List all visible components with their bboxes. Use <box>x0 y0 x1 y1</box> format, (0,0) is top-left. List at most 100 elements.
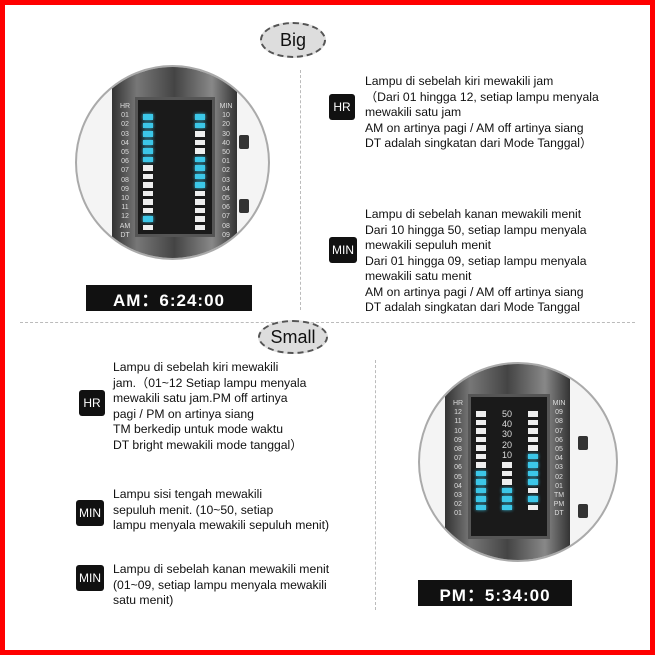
small-min-description: Lampu di sebelah kanan mewakili menit(01… <box>113 562 329 609</box>
line: TM <box>553 492 565 500</box>
line: Dari 10 hingga 50, setiap lampu menyala <box>365 222 587 237</box>
led-off <box>528 411 538 417</box>
line: DT bright mewakili mode tanggal） <box>113 437 303 452</box>
led-off <box>528 445 538 451</box>
divider <box>375 360 376 610</box>
line: DT <box>554 510 564 518</box>
line: mewakili sepuluh menit <box>365 238 491 252</box>
line: 05 <box>222 195 230 203</box>
led-off <box>476 453 486 459</box>
line: HR <box>119 103 131 110</box>
line: 11 <box>121 204 129 212</box>
line: 01 <box>222 158 230 166</box>
line: 06 <box>121 158 129 166</box>
min-badge: MIN <box>76 500 104 526</box>
led-on <box>195 182 205 188</box>
line: 50 <box>222 149 230 157</box>
led-on <box>195 173 205 179</box>
line: MIN <box>219 103 233 110</box>
line: 20 <box>222 121 230 129</box>
min-badge: MIN <box>329 237 357 263</box>
line: （Dari 01 hingga 12, setiap lampu menyala <box>365 89 599 104</box>
line: 07 <box>222 213 230 221</box>
line: 08 <box>555 418 563 426</box>
minute-leds <box>528 411 538 510</box>
line: Lampu di sebelah kiri mewakili <box>113 360 279 374</box>
hour-leds <box>143 114 153 230</box>
led-off <box>476 411 486 417</box>
small-time-display: PM：5:34:00 <box>418 580 572 606</box>
led-on <box>143 122 153 128</box>
led-off <box>143 173 153 179</box>
line: 04 <box>454 482 462 490</box>
led-off <box>528 487 538 493</box>
hour-leds <box>476 411 486 510</box>
line: 04 <box>121 139 129 147</box>
led-off <box>528 436 538 442</box>
min-badge: MIN <box>76 565 104 591</box>
line: 12 <box>121 213 129 221</box>
line: PM <box>553 501 565 509</box>
big-time-display: AM：6:24:00 <box>86 285 252 311</box>
led-on <box>476 487 486 493</box>
led-on <box>528 453 538 459</box>
led-on <box>195 165 205 171</box>
led-off <box>195 148 205 154</box>
led-on <box>476 470 486 476</box>
line: 03 <box>454 492 462 500</box>
line: AM <box>119 222 131 230</box>
line: (01~09, setiap lampu menyala mewakili <box>113 577 327 592</box>
line: 01 <box>555 482 563 490</box>
line: sepuluh menit. (10~50, setiap <box>113 502 274 517</box>
led-off <box>476 462 486 468</box>
led-off <box>528 419 538 425</box>
minute-leds <box>195 114 205 230</box>
led-on <box>476 504 486 510</box>
line: 07 <box>454 455 462 463</box>
line: 09 <box>121 185 129 193</box>
line: 09 <box>222 231 230 239</box>
line: Lampu di sebelah kanan mewakili menit <box>365 207 582 221</box>
led-off <box>502 479 512 485</box>
led-off <box>476 419 486 425</box>
led-on <box>143 131 153 137</box>
line: DT adalah singkatan dari Mode Tanggal） <box>365 136 593 150</box>
line: 40 <box>222 139 230 147</box>
line: 50 <box>501 409 512 419</box>
hr-badge: HR <box>79 390 105 416</box>
line: 20 <box>501 439 512 450</box>
line: AM on artinya pagi / AM off artinya sian… <box>365 120 584 135</box>
line: 01 <box>121 112 129 120</box>
line: Lampu di sebelah kanan mewakili menit <box>113 562 330 576</box>
line: 06 <box>555 436 563 444</box>
led-on <box>195 156 205 162</box>
led-off <box>195 216 205 222</box>
line: TM berkedip untuk mode waktu <box>113 422 284 436</box>
line: HR <box>452 400 464 407</box>
line: mewakili satu menit <box>365 269 472 283</box>
led-off <box>195 139 205 145</box>
led-off <box>528 428 538 434</box>
line: 04 <box>555 455 563 463</box>
led-off <box>476 428 486 434</box>
line: 06 <box>454 464 462 472</box>
led-on <box>143 156 153 162</box>
led-off <box>195 207 205 213</box>
led-on <box>528 496 538 502</box>
led-on <box>143 139 153 145</box>
line: AM on artinya pagi / AM off artinya sian… <box>365 284 584 299</box>
line: 03 <box>222 176 230 184</box>
line: 08 <box>222 222 230 230</box>
led-off <box>528 504 538 510</box>
led-on <box>502 487 512 493</box>
line: 03 <box>555 464 563 472</box>
line: 02 <box>555 473 563 481</box>
line: 12 <box>454 409 462 417</box>
